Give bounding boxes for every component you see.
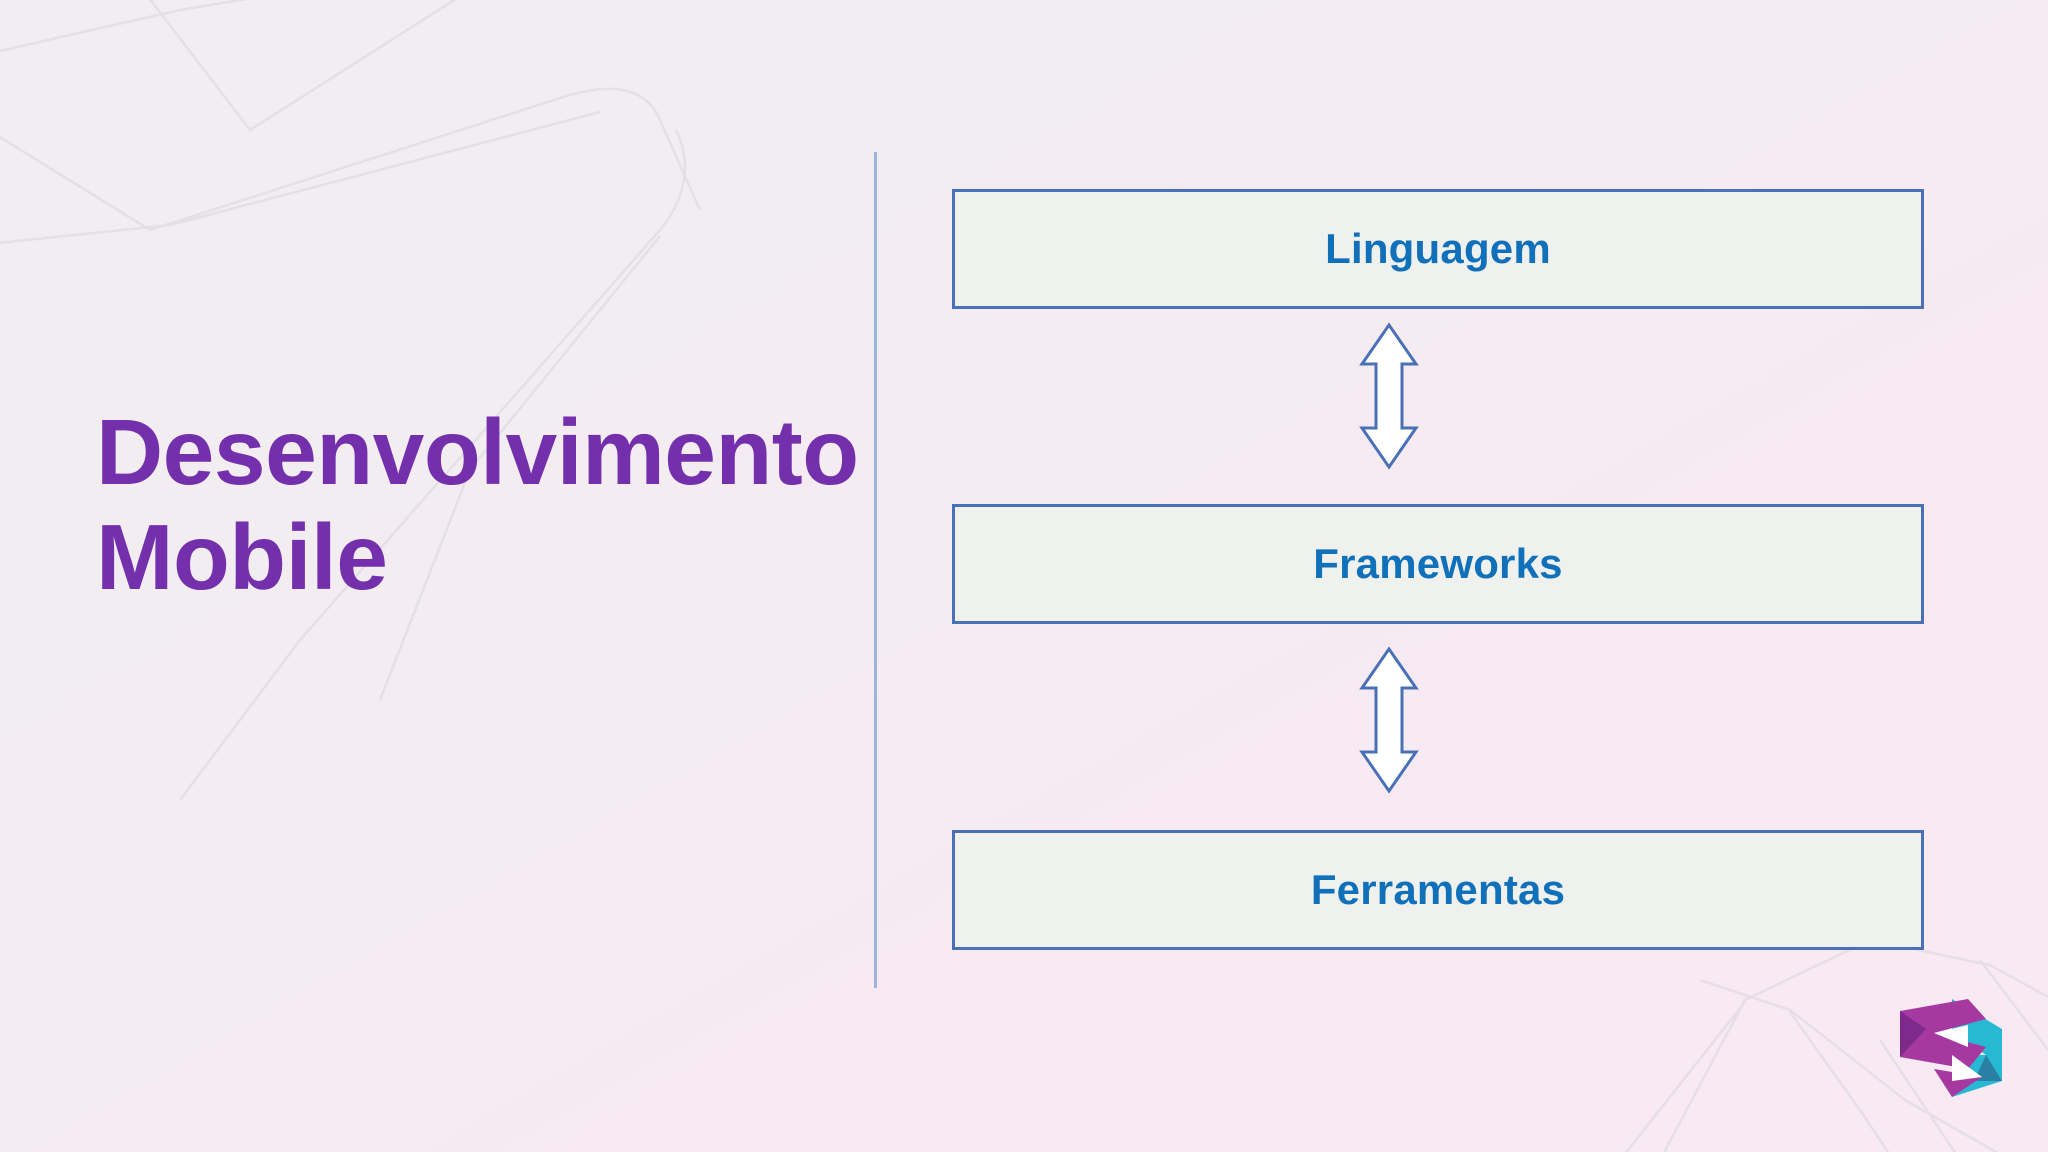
bidirectional-arrow-icon [1359, 322, 1419, 470]
slide-title-block: Desenvolvimento Mobile [96, 400, 859, 610]
diagram-box-label: Frameworks [1313, 540, 1563, 587]
page-title: Desenvolvimento Mobile [96, 400, 859, 610]
bidirectional-arrow-icon [1359, 646, 1419, 794]
diagram-box-linguagem[interactable]: Linguagem [952, 189, 1924, 309]
brand-logo-icon [1900, 999, 2002, 1097]
diagram-box-frameworks[interactable]: Frameworks [952, 504, 1924, 624]
vertical-divider [874, 152, 877, 988]
concept-diagram: Linguagem Frameworks Ferramentas [952, 189, 1924, 979]
diagram-box-ferramentas[interactable]: Ferramentas [952, 830, 1924, 950]
diagram-box-label: Ferramentas [1310, 866, 1566, 913]
diagram-box-label: Linguagem [1325, 225, 1551, 272]
